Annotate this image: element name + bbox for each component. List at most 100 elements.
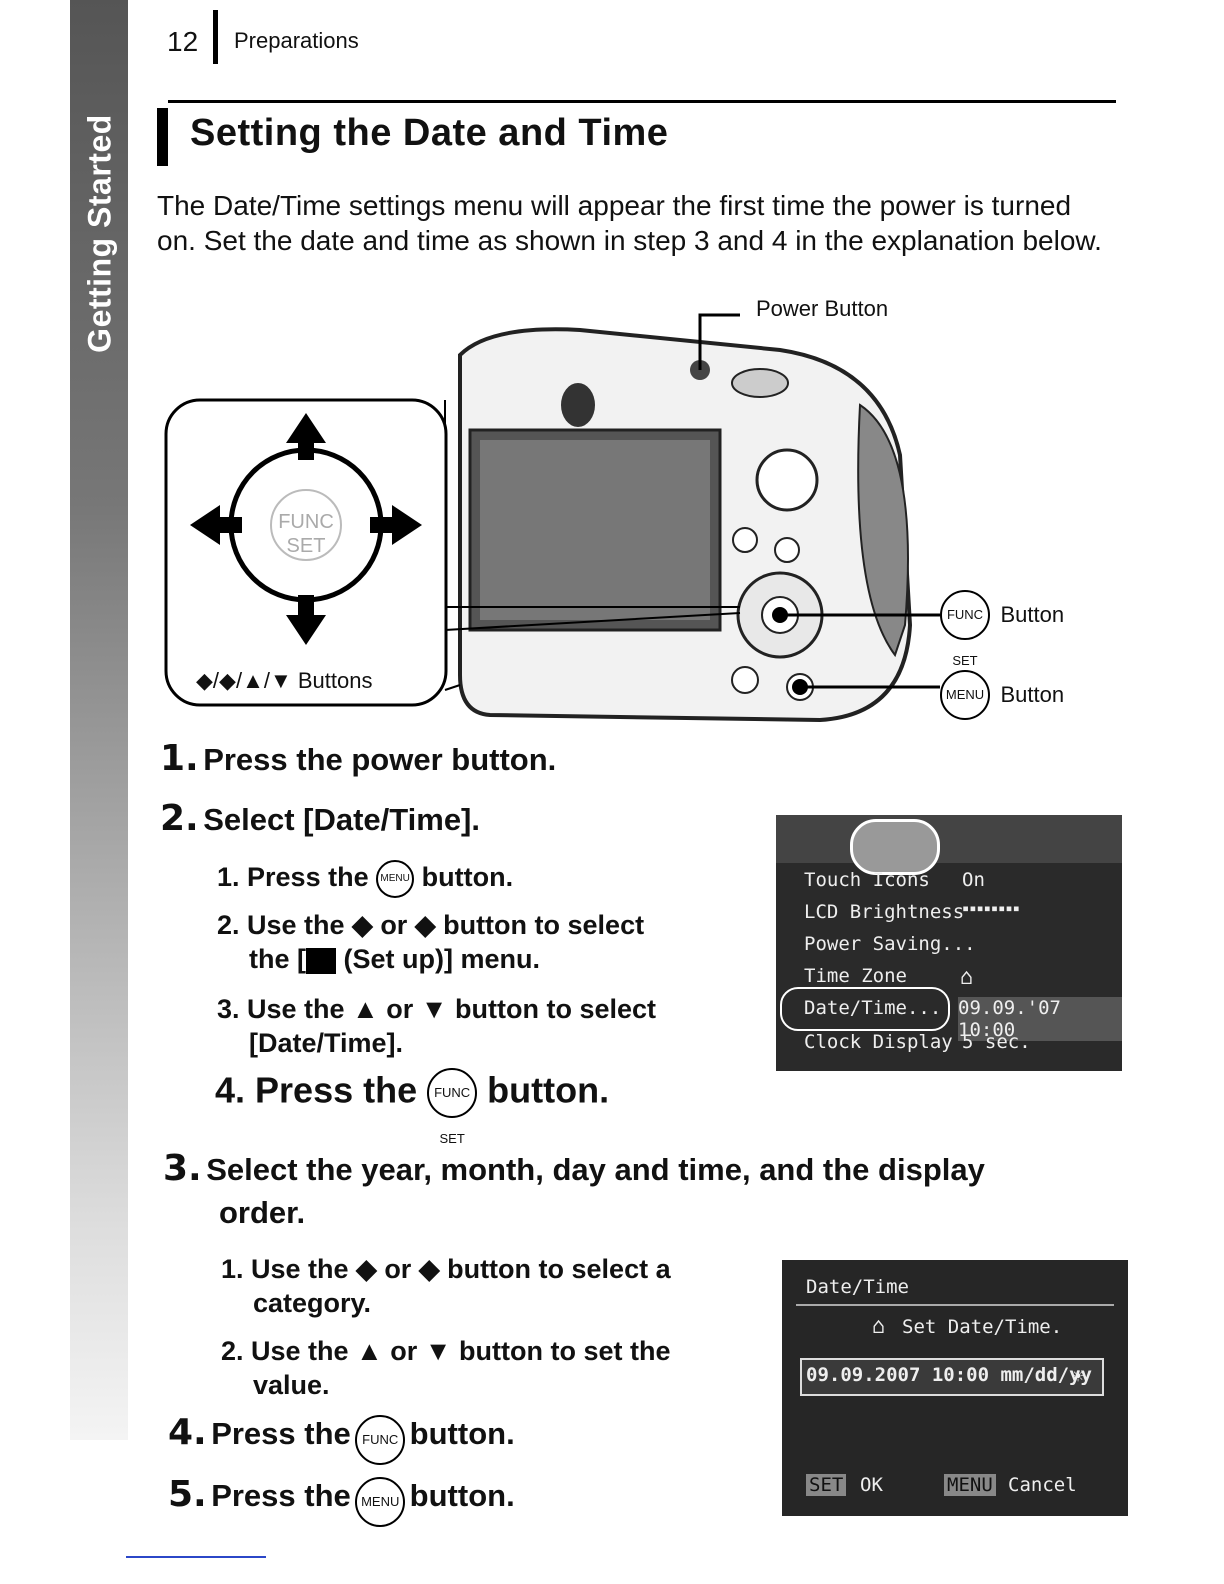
step-3: 3. Select the year, month, day and time,… bbox=[163, 1148, 1103, 1231]
step-2-sub-2-a: 2. Use the ◆ or ◆ button to select bbox=[217, 910, 645, 940]
title-bar bbox=[157, 108, 168, 166]
step-3-sub-2-b: value. bbox=[253, 1370, 330, 1400]
dial-inset bbox=[164, 398, 448, 707]
date-time-highlight bbox=[780, 987, 950, 1031]
lcd-row-value: 5 sec. bbox=[962, 1031, 1031, 1053]
side-tab: Getting Started bbox=[70, 0, 128, 1440]
title-rule bbox=[168, 100, 1116, 103]
power-button-label: Power Button bbox=[756, 296, 889, 321]
lcd-row-label: Time Zone bbox=[804, 965, 907, 987]
func-set-icon: FUNC SET bbox=[355, 1414, 406, 1493]
section-name: Preparations bbox=[234, 28, 359, 53]
date-value: 09.09.2007 10:00 mm/dd/yy bbox=[806, 1364, 1092, 1386]
menu-icon: MENU bbox=[940, 670, 990, 720]
lcd-row-label: LCD Brightness bbox=[804, 901, 965, 923]
step-3-number: 3. bbox=[163, 1148, 202, 1189]
step-2-sub-3-a: 3. Use the ▲ or ▼ button to select bbox=[217, 994, 657, 1024]
menu-icon: MENU bbox=[355, 1476, 406, 1527]
shutter-button bbox=[731, 368, 789, 398]
step-2-sub-2: 2. Use the ◆ or ◆ button to select the [… bbox=[217, 908, 644, 976]
step-2-sub-4-a: 4. Press the bbox=[215, 1069, 418, 1111]
header-divider bbox=[213, 10, 218, 64]
step-3-sub-2-a: 2. Use the ▲ or ▼ button to set the bbox=[221, 1336, 671, 1366]
func-set-icon: FUNC SET bbox=[427, 1068, 478, 1146]
left-arrow-icon bbox=[190, 505, 242, 545]
home-icon: ⌂ bbox=[872, 1314, 886, 1339]
func-callout: FUNC SET Button bbox=[940, 590, 1065, 668]
lcd-row-label: Touch Icons bbox=[804, 869, 930, 891]
camera-grip bbox=[857, 403, 909, 658]
setup-tab-icon bbox=[850, 819, 940, 875]
step-4-number: 4. bbox=[168, 1412, 207, 1453]
step-3-sub-1-a: 1. Use the ◆ or ◆ button to select a bbox=[221, 1254, 671, 1284]
viewfinder bbox=[561, 383, 595, 427]
right-arrow-icon bbox=[370, 505, 422, 545]
step-2-sub-1-b: button. bbox=[421, 862, 514, 893]
set-key-icon: SET bbox=[806, 1474, 847, 1496]
step-2-sub-1: 1. Press the MENU button. bbox=[217, 860, 513, 898]
step-2-sub-4: 4. Press the FUNC SET button. bbox=[215, 1068, 610, 1146]
lcd-setup-menu: Touch Icons On LCD Brightness ▪▪▪▪▪▪▪▪ P… bbox=[776, 815, 1122, 1071]
lcd-date-title: Date/Time bbox=[806, 1276, 909, 1298]
step-3-sub-1-b: category. bbox=[253, 1288, 372, 1318]
step-2-text: Select [Date/Time]. bbox=[203, 802, 480, 837]
lcd-row-label: Clock Display bbox=[804, 1031, 953, 1053]
intro-paragraph: The Date/Time settings menu will appear … bbox=[157, 190, 1102, 256]
step-5-number: 5. bbox=[168, 1474, 207, 1515]
step-2-sub-1-a: 1. Press the bbox=[217, 862, 369, 893]
page-title: Setting the Date and Time bbox=[190, 112, 669, 154]
camera-illustration bbox=[164, 313, 940, 723]
dial-center-text: FUNC SET bbox=[278, 511, 334, 557]
page-number: 12 bbox=[167, 26, 199, 57]
menu-icon: MENU bbox=[376, 860, 415, 898]
lcd-screen-inner bbox=[480, 440, 710, 620]
date-value-field bbox=[800, 1358, 1104, 1396]
step-3-sub-2: 2. Use the ▲ or ▼ button to set the valu… bbox=[221, 1334, 670, 1402]
arrow-buttons-caption: ◆/◆/▲/▼ Buttons bbox=[196, 668, 372, 694]
menu-button-label: Button bbox=[1000, 682, 1065, 707]
down-arrow-icon bbox=[286, 595, 326, 645]
lcd-date-divider bbox=[796, 1304, 1114, 1306]
func-button-label: Button bbox=[1000, 602, 1065, 627]
step-1-text: Press the power button. bbox=[203, 742, 557, 777]
side-tab-label: Getting Started bbox=[81, 114, 118, 353]
step-4: 4. Press the FUNC SET button. bbox=[168, 1412, 515, 1493]
sun-icon: ☀ bbox=[1072, 1364, 1085, 1388]
step-2-sub-2-b: the [ bbox=[249, 944, 306, 974]
step-2-sub-4-b: button. bbox=[487, 1069, 610, 1111]
step-5: 5. Press the MENU button. bbox=[168, 1474, 515, 1527]
arrow-glyphs: ◆/◆/▲/▼ bbox=[196, 668, 292, 693]
menu-callout: MENU Button bbox=[940, 670, 1064, 720]
lcd-date-screen: Date/Time ⌂ Set Date/Time. 09.09.2007 10… bbox=[782, 1260, 1128, 1516]
arrow-buttons-label: Buttons bbox=[297, 668, 373, 693]
step-4-text-a: Press the bbox=[211, 1416, 351, 1451]
step-5-text-a: Press the bbox=[211, 1478, 351, 1513]
func-set-icon: FUNC SET bbox=[940, 590, 990, 668]
menu-key-icon: MENU bbox=[944, 1474, 996, 1496]
lcd-row-label: Date/Time... bbox=[804, 997, 942, 1019]
step-4-text-b: button. bbox=[409, 1416, 515, 1451]
menu-tab-bar bbox=[776, 815, 1122, 863]
step-3-text-b: order. bbox=[219, 1195, 306, 1230]
step-1: 1. Press the power button. bbox=[160, 738, 556, 779]
lcd-row-label: Power Saving... bbox=[804, 933, 976, 955]
lcd-date-ok: OK bbox=[860, 1474, 883, 1496]
step-5-text-b: button. bbox=[409, 1478, 515, 1513]
step-2-sub-3: 3. Use the ▲ or ▼ button to select [Date… bbox=[217, 992, 656, 1060]
step-2-sub-3-b: [Date/Time]. bbox=[249, 1028, 404, 1058]
lcd-row-value: ▪▪▪▪▪▪▪▪ bbox=[962, 901, 1020, 915]
step-1-number: 1. bbox=[160, 738, 199, 779]
footer-line bbox=[126, 1556, 266, 1558]
lcd-row-value: 09.09.'07 10:00 bbox=[958, 997, 1122, 1041]
step-2: 2. Select [Date/Time]. bbox=[160, 798, 480, 839]
up-arrow-icon bbox=[286, 413, 326, 460]
lcd-row-value: On bbox=[962, 869, 985, 891]
lcd-date-cancel: Cancel bbox=[1008, 1474, 1077, 1496]
lcd-date-subtitle: Set Date/Time. bbox=[902, 1316, 1063, 1338]
mode-dial bbox=[755, 448, 819, 512]
setup-menu-icon bbox=[306, 947, 336, 974]
step-2-number: 2. bbox=[160, 798, 199, 839]
step-3-sub-1: 1. Use the ◆ or ◆ button to select a cat… bbox=[221, 1252, 671, 1320]
step-2-sub-2-c: (Set up)] menu. bbox=[343, 944, 541, 974]
step-3-text: Select the year, month, day and time, an… bbox=[206, 1152, 985, 1187]
